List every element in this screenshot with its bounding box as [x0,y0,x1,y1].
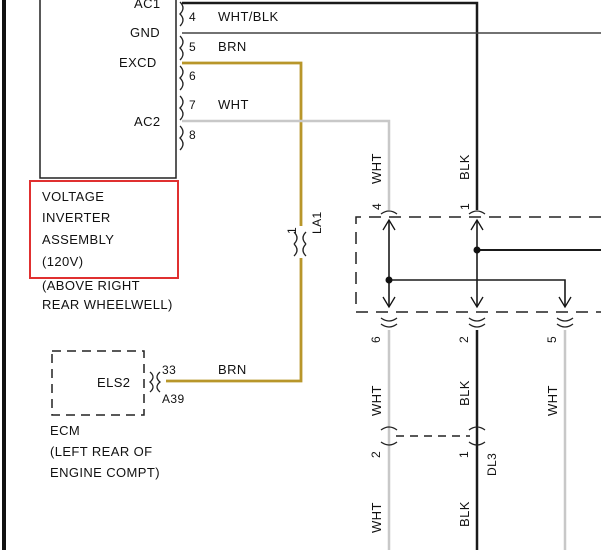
connector-la1: 1 LA1 [285,211,324,257]
junction-bottom-arcs [380,317,574,328]
pin-num-7: 7 [189,98,196,112]
inverter-name-line-4: (120V) [42,254,83,269]
la1-name: LA1 [310,211,324,234]
inverter-name-line-3: ASSEMBLY [42,232,114,247]
ecm-dashed-box [51,350,145,416]
ecm-line-2: (LEFT REAR OF [50,444,152,459]
label-mid-blk: BLK [457,380,472,406]
pin-label-excd: EXCD [119,55,157,70]
label-mid-wht: WHT [369,385,384,416]
connector-dl3 [380,426,486,446]
la1-pin: 1 [285,227,299,234]
pin-num-4: 4 [189,10,196,24]
junction-dashed-outline [355,216,601,313]
ecm-line-1: ECM [50,423,80,438]
inverter-assembly: AC1 GND EXCD AC2 4 5 6 7 8 WHT/BLK BRN W… [39,0,279,179]
wire-ac1-blk [182,1,479,210]
label-low-blk-pin: 1 [457,451,471,458]
pin-num-5: 5 [189,40,196,54]
wire-label-brn-top: BRN [218,39,247,54]
label-dl3: DL3 [485,453,499,476]
highlight-box [29,180,179,279]
ecm-pin-label: ELS2 [97,375,130,390]
label-mid-blk-pin: 2 [457,336,471,343]
label-conn-top-left-pin: 4 [370,203,384,210]
junction-dot-lower [385,276,393,284]
label-mid-right-pin: 5 [545,336,559,343]
ecm-line-3: ENGINE COMPT) [50,465,160,480]
junction-top-arcs [380,210,486,215]
label-low-wht-pin: 2 [369,451,383,458]
wire-excd-brn [182,61,303,226]
wire-ac2-wht [182,119,391,210]
inverter-box [39,0,177,179]
label-top-wht: WHT [369,153,384,184]
junction-dot-upper [473,246,481,254]
pin-num-8: 8 [189,128,196,142]
pin-num-6: 6 [189,69,196,83]
wire-brn-ecm [166,258,303,383]
inverter-location-line-1: (ABOVE RIGHT [42,278,140,293]
label-bottom-blk: BLK [457,501,472,527]
pin-label-ac1: AC1 [134,0,161,11]
ecm-wire-label: BRN [218,362,247,377]
pin-label-gnd: GND [130,25,160,40]
junction-block [355,216,601,313]
pin-label-ac2: AC2 [134,114,161,129]
label-mid-right-wht: WHT [545,385,560,416]
label-bottom-wht: WHT [369,502,384,533]
wire-label-wht-blk: WHT/BLK [218,9,279,24]
wire-label-wht-top: WHT [218,97,249,112]
label-top-blk: BLK [457,154,472,180]
label-mid-wht-pin: 6 [369,336,383,343]
ecm: ELS2 33 A39 BRN ECM (LEFT REAR OF ENGINE… [50,350,247,480]
bus-horizontal-lower [389,279,566,306]
ecm-connector: A39 [162,392,185,406]
inverter-connector-arcs [179,1,184,151]
inverter-location-line-2: REAR WHEELWELL) [42,297,173,312]
inverter-name-line-2: INVERTER [42,210,111,225]
label-conn-top-right-pin: 1 [458,203,472,210]
inverter-name-line-1: VOLTAGE [42,189,104,204]
ecm-pin-num: 33 [162,363,176,377]
